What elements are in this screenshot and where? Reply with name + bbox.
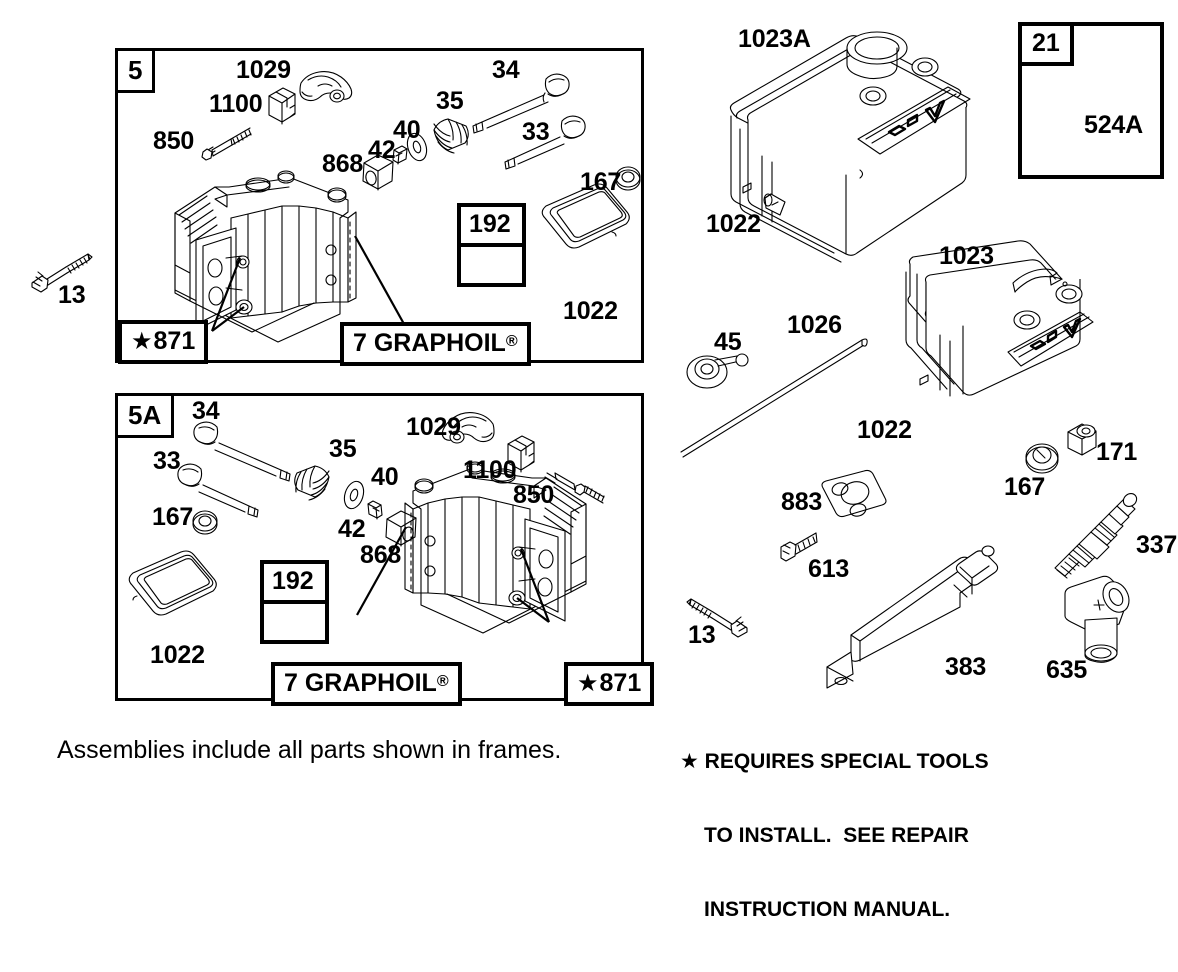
callout-1022-cover-a: 1022 — [706, 210, 761, 238]
box-graphoil-num-f5: 7 — [353, 329, 367, 357]
box-871-text-f5a: 871 — [599, 669, 642, 697]
frame-5a-tag: 5A — [115, 393, 175, 438]
callout-1022-f5a: 1022 — [150, 641, 205, 669]
callout-13-right: 13 — [688, 621, 716, 649]
registered-icon-f5a: ® — [436, 673, 449, 690]
note-special-tools-line3: INSTRUCTION MANUAL. — [704, 898, 951, 922]
callout-868-f5: 868 — [322, 150, 364, 178]
box-graphoil-text-f5a: GRAPHOIL — [304, 669, 437, 697]
callout-42-f5a: 42 — [338, 515, 366, 543]
star-icon-871-f5: ★ — [131, 328, 153, 355]
callout-167-f5: 167 — [580, 168, 622, 196]
callout-1029-f5: 1029 — [236, 56, 291, 84]
callout-1023: 1023 — [939, 242, 994, 270]
callout-635: 635 — [1046, 656, 1088, 684]
callout-1023a: 1023A — [738, 25, 811, 53]
callout-167-right: 167 — [1004, 473, 1046, 501]
callout-383: 383 — [945, 653, 987, 681]
box-graphoil-num-f5a: 7 — [284, 669, 298, 697]
callout-1100-f5: 1100 — [209, 90, 263, 118]
box-871-f5a: ★871 — [564, 662, 655, 706]
callout-613: 613 — [808, 555, 850, 583]
callout-167-f5a: 167 — [152, 503, 194, 531]
callout-13-left: 13 — [58, 281, 86, 309]
box-graphoil-f5: 7 GRAPHOIL® — [340, 322, 531, 366]
note-special-tools: ★ REQUIRES SPECIAL TOOLS TO INSTALL. SEE… — [680, 700, 989, 972]
callout-1100-f5a: 1100 — [463, 456, 517, 484]
box-graphoil-text-f5: GRAPHOIL — [373, 329, 506, 357]
callout-35-f5a: 35 — [329, 435, 357, 463]
subbox-192-f5: 192 — [457, 203, 526, 287]
callout-1026: 1026 — [787, 311, 842, 339]
note-assemblies: Assemblies include all parts shown in fr… — [57, 736, 562, 764]
callout-33-f5a: 33 — [153, 447, 181, 475]
part-337-spark-plug — [1054, 493, 1138, 579]
callout-868-f5a: 868 — [360, 541, 402, 569]
part-171-plug — [1067, 423, 1097, 456]
subbox-192-f5a: 192 — [260, 560, 329, 644]
frame-21-tag: 21 — [1022, 26, 1074, 66]
callout-34-f5: 34 — [492, 56, 520, 84]
callout-171: 171 — [1096, 438, 1138, 466]
note-special-tools-line1: ★ REQUIRES SPECIAL TOOLS — [680, 749, 989, 773]
callout-524a: 524A — [1084, 111, 1143, 139]
registered-icon-f5: ® — [505, 333, 518, 350]
box-871-f5: ★871 — [118, 320, 209, 364]
part-1023a-rocker-cover — [729, 31, 971, 263]
callout-35-f5: 35 — [436, 87, 464, 115]
subbox-192-tag-f5a: 192 — [264, 564, 325, 604]
part-1023-rocker-cover — [905, 240, 1094, 397]
box-871-text-f5: 871 — [153, 327, 196, 355]
subbox-192-tag-f5: 192 — [461, 207, 522, 247]
callout-34-f5a: 34 — [192, 397, 220, 425]
callout-45: 45 — [714, 328, 742, 356]
note-special-tools-line2: TO INSTALL. SEE REPAIR — [704, 823, 969, 847]
callout-40-f5a: 40 — [371, 463, 399, 491]
frame-21: 21 — [1018, 22, 1164, 179]
callout-1029-f5a: 1029 — [406, 413, 461, 441]
parts-diagram-page: 5 1029 1100 850 34 35 33 40 42 868 167 1… — [31, 22, 1178, 922]
part-167-washer-right — [1025, 443, 1059, 474]
callout-850-f5a: 850 — [513, 481, 555, 509]
part-45-dipstick-handle — [686, 353, 749, 389]
callout-337: 337 — [1136, 531, 1178, 559]
callout-1022-cover-b: 1022 — [857, 416, 912, 444]
box-graphoil-f5a: 7 GRAPHOIL® — [271, 662, 462, 706]
callout-850-f5: 850 — [153, 127, 195, 155]
part-635-boot — [1064, 575, 1130, 663]
frame-5-tag: 5 — [115, 48, 156, 93]
callout-883: 883 — [781, 488, 823, 516]
part-883-gasket — [821, 469, 887, 518]
callout-33-f5: 33 — [522, 118, 550, 146]
part-1026-dipstick-rod — [680, 338, 868, 458]
star-icon-871-f5a: ★ — [577, 670, 599, 697]
callout-40-f5: 40 — [393, 116, 421, 144]
callout-42-f5: 42 — [368, 136, 396, 164]
callout-1022-f5: 1022 — [563, 297, 618, 325]
